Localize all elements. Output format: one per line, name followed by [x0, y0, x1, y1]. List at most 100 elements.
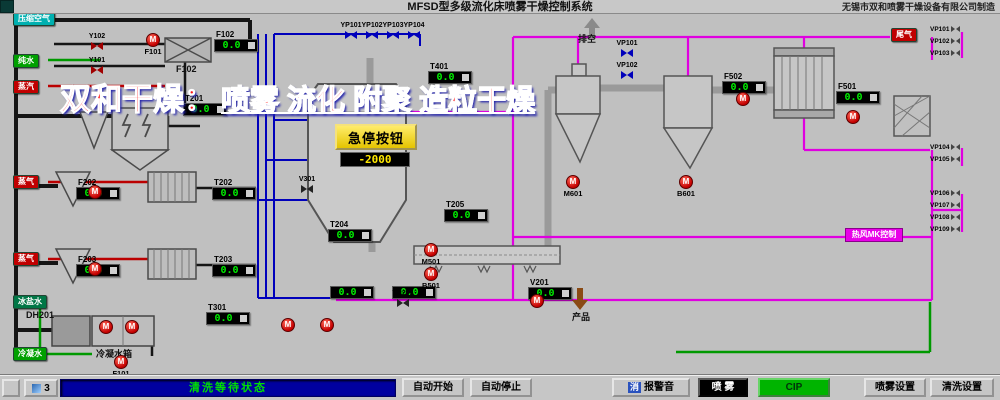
valve-V301[interactable]: V301	[294, 176, 320, 194]
display-T204-box: 0.0	[328, 229, 372, 242]
valve-VP101[interactable]: VP101	[930, 26, 960, 33]
emergency-stop-button[interactable]: 急停按钮	[335, 124, 417, 150]
screen-thumbnail-icon	[32, 383, 42, 393]
valve-VP107[interactable]: VP107	[930, 202, 960, 209]
pill-steam-3: 蒸气	[13, 252, 39, 266]
valve-VP201[interactable]: VP201	[390, 290, 416, 308]
valve-VP101-mid[interactable]: VP101	[614, 40, 640, 58]
system-menu-chip[interactable]	[0, 0, 14, 13]
pump-F501-icon: M	[846, 110, 860, 124]
pump-M601-label: M601	[563, 189, 583, 198]
display-T204-unit-mark	[362, 232, 369, 239]
valve-VP103-icon	[950, 50, 960, 57]
valve-VP101-label: VP101	[930, 26, 950, 33]
display-F502-tag: F502	[724, 72, 743, 81]
cip-button[interactable]: CIP	[758, 378, 830, 397]
valve-VP104[interactable]: VP104	[930, 144, 960, 151]
valve-YP101[interactable]: YP101	[338, 22, 364, 40]
pump-discharge-icon: M	[530, 294, 544, 308]
screen-number: 3	[44, 382, 50, 394]
spray-button[interactable]: 喷 雾	[698, 378, 748, 397]
valve-VP102-mid[interactable]: VP102	[614, 62, 640, 80]
hot-air-control-button[interactable]: 热风MK控制	[845, 228, 903, 242]
screen-number-button[interactable]: 3	[24, 379, 58, 397]
display-T204-value: 0.0	[336, 230, 355, 241]
valve-VP101-mid-label: VP101	[616, 40, 638, 47]
pill-pure-water: 纯水	[13, 54, 39, 68]
pump-bottom-2[interactable]: M	[320, 318, 334, 332]
pump-tank-1-icon: M	[99, 320, 113, 334]
valve-VP101-icon	[950, 26, 960, 33]
pump-tank-2[interactable]: M	[125, 320, 139, 334]
heat-exchanger-2	[54, 248, 197, 285]
pump-left-lower[interactable]: M	[88, 262, 102, 276]
valve-VP103[interactable]: VP103	[930, 50, 960, 57]
clean-settings-button[interactable]: 清洗设置	[930, 378, 994, 397]
valve-YP102[interactable]: YP102	[359, 22, 385, 40]
valve-VP106-icon	[950, 190, 960, 197]
valve-VP101-mid-icon	[621, 49, 633, 58]
valve-VP102[interactable]: VP102	[930, 38, 960, 45]
pump-discharge[interactable]: M	[530, 294, 544, 308]
display-F501-unit-mark	[870, 94, 877, 101]
title-bar: MFSD型多级流化床喷雾干燥控制系统 无锡市双和喷雾干燥设备有限公司制造	[0, 0, 1000, 14]
pill-condensate: 冷凝水	[13, 347, 47, 361]
display-aux-1: 0.0	[330, 286, 376, 299]
mute-alarm-button[interactable]: 消报警音	[612, 378, 690, 397]
display-F202-unit-mark	[110, 190, 117, 197]
taskbar-blank-button[interactable]	[2, 379, 20, 397]
valve-YP103-label: YP103	[382, 22, 404, 29]
pump-left-upper[interactable]: M	[88, 185, 102, 199]
display-T401-box: 0.0	[428, 71, 472, 84]
pill-steam-1: 蒸汽	[13, 80, 39, 94]
pump-F502[interactable]: M	[736, 92, 750, 106]
valve-VP105[interactable]: VP105	[930, 156, 960, 163]
valve-Y102[interactable]: Y102	[84, 33, 110, 51]
pump-F501[interactable]: M	[846, 110, 860, 124]
label-product: 产品	[572, 312, 591, 322]
pump-bottom-1[interactable]: M	[281, 318, 295, 332]
display-T201-value: 0.0	[191, 104, 210, 115]
valve-YP103[interactable]: YP103	[380, 22, 406, 40]
display-F502-unit-mark	[756, 84, 763, 91]
valve-VP105-label: VP105	[930, 156, 950, 163]
valve-VP108[interactable]: VP108	[930, 214, 960, 221]
display-T205-unit-mark	[478, 212, 485, 219]
valve-YP104-icon	[408, 31, 420, 40]
magenta-pipes	[336, 32, 964, 302]
pump-tank-1[interactable]: M	[99, 320, 113, 334]
pump-B601-label: B601	[677, 189, 695, 198]
display-V201-tag: V201	[530, 278, 549, 287]
display-T202-tag: T202	[214, 178, 233, 187]
valve-VP106-label: VP106	[930, 190, 950, 197]
auto-start-button[interactable]: 自动开始	[402, 378, 464, 397]
auto-stop-button[interactable]: 自动停止	[470, 378, 532, 397]
pump-F101-label: F101	[144, 47, 162, 56]
valve-VP109[interactable]: VP109	[930, 226, 960, 233]
valve-Y101-icon	[91, 66, 103, 75]
pump-tank-2-icon: M	[125, 320, 139, 334]
display-T203-tag: T203	[214, 255, 233, 264]
valve-VP102-mid-icon	[621, 71, 633, 80]
valve-VP107-icon	[950, 202, 960, 209]
valve-VP107-label: VP107	[930, 202, 950, 209]
valve-Y101[interactable]: Y101	[84, 57, 110, 75]
valve-VP106[interactable]: VP106	[930, 190, 960, 197]
spray-settings-button[interactable]: 喷雾设置	[864, 378, 926, 397]
valve-V301-icon	[301, 185, 313, 194]
valve-YP104[interactable]: YP104	[401, 22, 427, 40]
display-T202-value: 0.0	[220, 188, 239, 199]
display-T301-tag: T301	[208, 303, 227, 312]
valve-VP201-label: VP201	[392, 290, 414, 297]
status-bar: 清洗等待状态	[60, 379, 396, 397]
cyclone-2	[662, 75, 714, 170]
